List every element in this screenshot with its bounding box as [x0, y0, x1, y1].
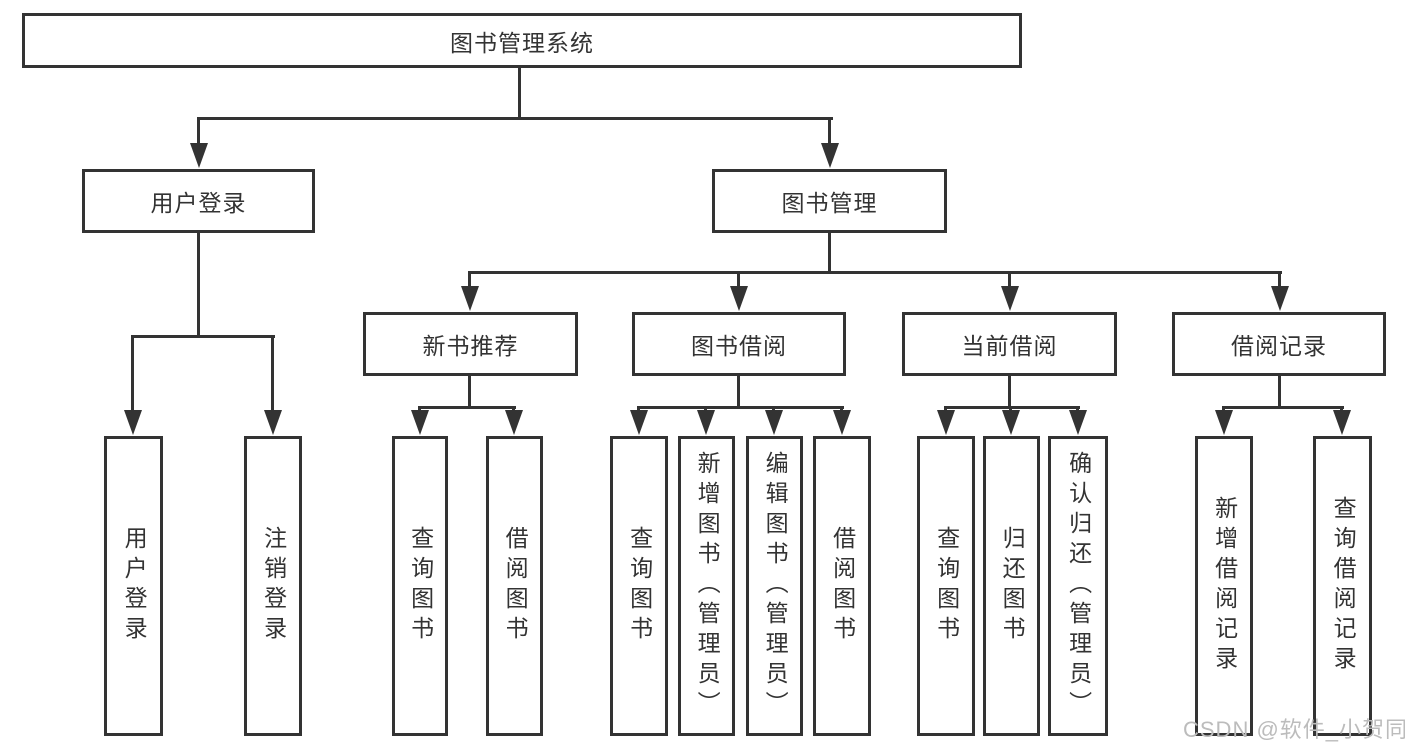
- node-current-borrowing: 当前借阅: [902, 312, 1117, 376]
- node-label: 新书推荐: [422, 333, 519, 359]
- leaf-borrow-books-borrowing: 借阅图书: [813, 436, 871, 736]
- edge-line: [637, 406, 844, 409]
- leaf-label: 查询借阅记录: [1330, 496, 1357, 676]
- edge-line: [1076, 406, 1079, 413]
- edge-line: [944, 406, 947, 413]
- edge-line: [772, 406, 775, 413]
- edge-line: [1008, 271, 1011, 288]
- arrow-down-icon: [1001, 286, 1019, 311]
- edge-line: [468, 271, 471, 288]
- edge-line: [1278, 271, 1281, 288]
- node-book-management: 图书管理: [712, 169, 947, 233]
- edge-line: [131, 335, 134, 411]
- leaf-label: 查询图书: [933, 526, 960, 646]
- leaf-label: 用户登录: [121, 526, 148, 646]
- leaf-label: 查询图书: [626, 526, 653, 646]
- leaf-label: 注销登录: [260, 526, 287, 646]
- node-label: 图书管理系统: [450, 29, 594, 56]
- node-label: 图书借阅: [691, 333, 787, 359]
- node-label: 图书管理: [781, 190, 878, 216]
- arrow-down-icon: [190, 143, 208, 168]
- edge-line: [737, 271, 740, 288]
- node-borrowing-records: 借阅记录: [1172, 312, 1386, 376]
- leaf-edit-books-admin: 编辑图书（管理员）: [746, 436, 803, 736]
- leaf-query-books-current: 查询图书: [917, 436, 975, 736]
- leaf-confirm-return-admin: 确认归还（管理员）: [1048, 436, 1108, 736]
- leaf-label: 确认归还（管理员）: [1065, 451, 1092, 721]
- arrow-down-icon: [1215, 410, 1233, 435]
- node-label: 用户登录: [150, 190, 247, 216]
- arrow-down-icon: [461, 286, 479, 311]
- leaf-label: 编辑图书（管理员）: [762, 451, 789, 721]
- edge-line: [419, 406, 516, 409]
- arrow-down-icon: [124, 410, 142, 435]
- leaf-label: 新增图书（管理员）: [694, 451, 721, 721]
- edge-line: [518, 68, 521, 120]
- leaf-return-books: 归还图书: [983, 436, 1040, 736]
- arrow-down-icon: [821, 143, 839, 168]
- leaf-label: 借阅图书: [829, 526, 856, 646]
- arrow-down-icon: [1069, 410, 1087, 435]
- edge-line: [1008, 376, 1011, 409]
- arrow-down-icon: [937, 410, 955, 435]
- node-library-management-system: 图书管理系统: [22, 13, 1022, 68]
- node-label: 当前借阅: [961, 333, 1058, 359]
- leaf-user-login: 用户登录: [104, 436, 163, 736]
- leaf-query-borrow-record: 查询借阅记录: [1313, 436, 1372, 736]
- arrow-down-icon: [697, 410, 715, 435]
- edge-line: [512, 406, 515, 413]
- edge-line: [828, 117, 831, 145]
- edge-line: [418, 406, 421, 413]
- edge-line: [468, 271, 1282, 274]
- leaf-add-books-admin: 新增图书（管理员）: [678, 436, 735, 736]
- node-user-login: 用户登录: [82, 169, 315, 233]
- leaf-logout-login: 注销登录: [244, 436, 302, 736]
- arrow-down-icon: [765, 410, 783, 435]
- leaf-label: 新增借阅记录: [1211, 496, 1238, 676]
- edge-line: [1222, 406, 1344, 409]
- arrow-down-icon: [1333, 410, 1351, 435]
- edge-line: [737, 376, 740, 409]
- arrow-down-icon: [1271, 286, 1289, 311]
- arrow-down-icon: [730, 286, 748, 311]
- leaf-label: 查询图书: [407, 526, 434, 646]
- edge-line: [468, 376, 471, 409]
- edge-line: [197, 117, 833, 120]
- watermark: CSDN @软件_小贺同学: [1183, 717, 1405, 742]
- leaf-label: 借阅图书: [502, 526, 529, 646]
- arrow-down-icon: [1002, 410, 1020, 435]
- leaf-label: 归还图书: [999, 526, 1026, 646]
- arrow-down-icon: [833, 410, 851, 435]
- edge-line: [840, 406, 843, 413]
- edge-line: [197, 233, 200, 338]
- leaf-query-books-recommend: 查询图书: [392, 436, 448, 736]
- arrow-down-icon: [630, 410, 648, 435]
- edge-line: [637, 406, 640, 413]
- edge-line: [1222, 406, 1225, 413]
- edge-line: [944, 406, 1080, 409]
- node-label: 借阅记录: [1231, 333, 1327, 359]
- edge-line: [704, 406, 707, 413]
- arrow-down-icon: [264, 410, 282, 435]
- leaf-add-borrow-record: 新增借阅记录: [1195, 436, 1253, 736]
- leaf-borrow-books-recommend: 借阅图书: [486, 436, 543, 736]
- edge-line: [1278, 376, 1281, 409]
- node-book-borrowing: 图书借阅: [632, 312, 846, 376]
- arrow-down-icon: [411, 410, 429, 435]
- node-new-book-recommendation: 新书推荐: [363, 312, 578, 376]
- arrow-down-icon: [505, 410, 523, 435]
- edge-line: [828, 233, 831, 274]
- leaf-query-books-borrowing: 查询图书: [610, 436, 668, 736]
- edge-line: [131, 335, 275, 338]
- edge-line: [1009, 406, 1012, 413]
- edge-line: [271, 335, 274, 411]
- edge-line: [1340, 406, 1343, 413]
- edge-line: [197, 117, 200, 145]
